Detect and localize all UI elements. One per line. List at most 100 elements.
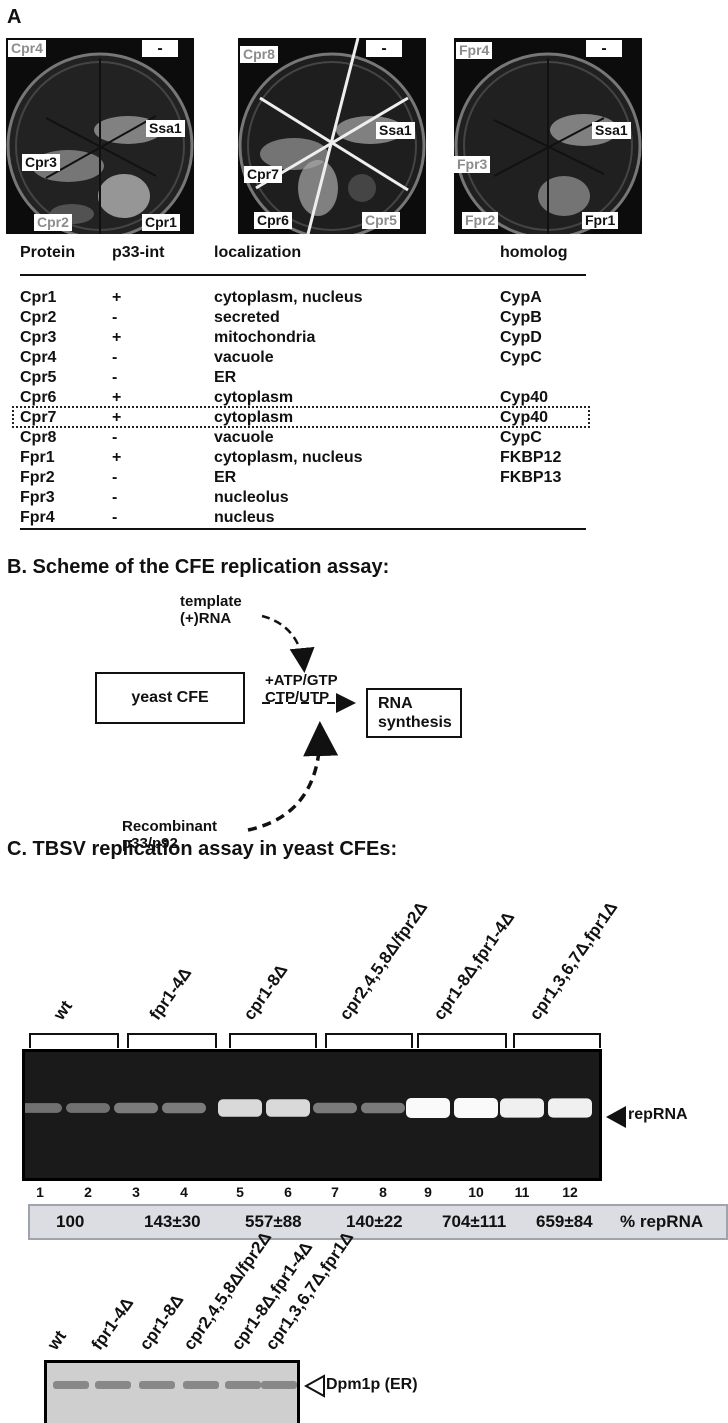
blot-band <box>225 1381 261 1389</box>
plate-3-label-fpr3: Fpr3 <box>454 156 491 173</box>
quant-cpr2458-fpr2: 140±22 <box>346 1212 403 1231</box>
blot-band <box>261 1381 297 1389</box>
quant-cpr: 557±88 <box>245 1212 302 1231</box>
table-cell: Cpr4 <box>20 349 57 366</box>
table-cell: - <box>112 309 118 326</box>
plate-1-label-cpr4: Cpr4 <box>8 40 46 57</box>
table-cell: vacuole <box>214 349 274 366</box>
rna-synthesis-box: RNA synthesis <box>366 688 462 738</box>
gel-band <box>454 1098 498 1118</box>
plate-3-drawing <box>454 52 642 234</box>
gel-band <box>548 1098 592 1118</box>
blot-band <box>183 1381 219 1389</box>
plate-3-label-ssa1: Ssa1 <box>592 122 631 139</box>
gel-band <box>114 1102 158 1114</box>
gel-band <box>266 1099 310 1117</box>
table-cell: cytoplasm, nucleus <box>214 449 363 466</box>
panel-c-heading: C. TBSV replication assay in yeast CFEs: <box>7 838 398 860</box>
table-cell: Cpr2 <box>20 309 57 326</box>
ntp-label: +ATP/GTP CTP/UTP <box>265 672 338 706</box>
plate-2-label-control: - <box>366 40 402 57</box>
table-cell: secreted <box>214 309 280 326</box>
gel-band <box>361 1102 405 1114</box>
table-cell: - <box>112 369 118 386</box>
table-cell: cytoplasm, nucleus <box>214 289 363 306</box>
plate-3-image: Fpr4 - Ssa1 Fpr3 Fpr2 Fpr1 <box>454 38 642 234</box>
recombinant-label: Recombinant p33/p92 <box>122 818 217 852</box>
lane-number: 7 <box>331 1184 339 1200</box>
plate-3-label-fpr2: Fpr2 <box>462 212 499 229</box>
group-bracket <box>29 1033 119 1048</box>
group-bracket <box>417 1033 507 1048</box>
table-cell: CypA <box>500 289 542 306</box>
lane-number: 6 <box>284 1184 292 1200</box>
group-label: fpr1-4Δ <box>145 963 196 1024</box>
plate-3-label-fpr1: Fpr1 <box>582 212 619 229</box>
blot-label: Dpm1p (ER) <box>326 1376 418 1393</box>
table-cell: ER <box>214 469 237 486</box>
template-label-line2: (+)RNA <box>180 610 232 627</box>
table-cell: - <box>112 509 118 526</box>
plate-3-label-control: - <box>586 40 622 57</box>
table-cell: Fpr1 <box>20 449 55 466</box>
gel-band <box>66 1103 110 1113</box>
plate-2-label-cpr8: Cpr8 <box>240 46 278 63</box>
blot-group-label: cpr2,4,5,8Δ/fpr2Δ <box>179 1228 276 1354</box>
quant-cpr-fpr: 704±111 <box>442 1212 507 1231</box>
table-header: Protein p33-int localization homolog <box>20 244 586 266</box>
lane-number: 3 <box>132 1184 140 1200</box>
group-bracket <box>127 1033 217 1048</box>
blot-group-label: fpr1-4Δ <box>87 1293 138 1354</box>
header-protein: Protein <box>20 244 76 261</box>
gel-band <box>500 1098 544 1118</box>
group-label: cpr1-8Δ <box>239 960 292 1024</box>
table-cell: CypC <box>500 429 542 446</box>
rna-synthesis-line1: RNA <box>378 695 413 712</box>
lane-number: 8 <box>379 1184 387 1200</box>
table-cell: Cpr6 <box>20 389 57 406</box>
table-cell: Fpr2 <box>20 469 55 486</box>
table-cell: + <box>112 389 122 406</box>
plate-1-drawing <box>6 52 194 234</box>
gel-band <box>218 1099 262 1117</box>
table-cell: FKBP13 <box>500 469 562 486</box>
gel-band <box>313 1102 357 1114</box>
ntp-label-line1: +ATP/GTP <box>265 672 338 689</box>
table-cell: ER <box>214 369 237 386</box>
gel-band <box>25 1103 62 1113</box>
plate-1-label-cpr1: Cpr1 <box>142 214 180 231</box>
yeast-cfe-box: yeast CFE <box>95 672 245 724</box>
table-cell: CypD <box>500 329 542 346</box>
table-cell: CypB <box>500 309 542 326</box>
scheme-arrows <box>247 614 356 832</box>
group-brackets <box>29 1033 601 1048</box>
table-cell: mitochondria <box>214 329 316 346</box>
gel-band <box>406 1098 450 1118</box>
group-label: wt <box>49 997 77 1024</box>
table-row: Cpr5-ER <box>20 368 586 388</box>
quant-fpr: 143±30 <box>144 1212 201 1231</box>
table-cell: + <box>112 409 122 426</box>
plate-2-label-ssa1: Ssa1 <box>376 122 415 139</box>
blot-group-label: wt <box>43 1327 71 1354</box>
template-label-line1: template <box>180 593 242 610</box>
group-bracket <box>513 1033 601 1048</box>
template-arrow <box>261 614 315 673</box>
plate-1-label-ssa1: Ssa1 <box>146 120 185 137</box>
table-row: Fpr4-nucleus <box>20 508 586 528</box>
rna-synthesis-line2: synthesis <box>378 714 452 731</box>
group-label: cpr2,4,5,8Δ/fpr2Δ <box>335 898 432 1024</box>
table-cell: cytoplasm <box>214 389 294 406</box>
ntp-label-line2: CTP/UTP <box>265 689 330 706</box>
plate-3-label-fpr4: Fpr4 <box>456 42 493 59</box>
plate-1-label-control: - <box>142 40 178 57</box>
table-cell: nucleolus <box>214 489 289 506</box>
table-cell: Cpr7 <box>20 409 57 426</box>
group-bracket <box>229 1033 317 1048</box>
highlight-cpr7-row-box <box>12 406 590 428</box>
recombinant-label-line1: Recombinant <box>122 818 218 835</box>
table-bottom-rule <box>20 528 586 530</box>
lane-number: 10 <box>468 1184 484 1200</box>
